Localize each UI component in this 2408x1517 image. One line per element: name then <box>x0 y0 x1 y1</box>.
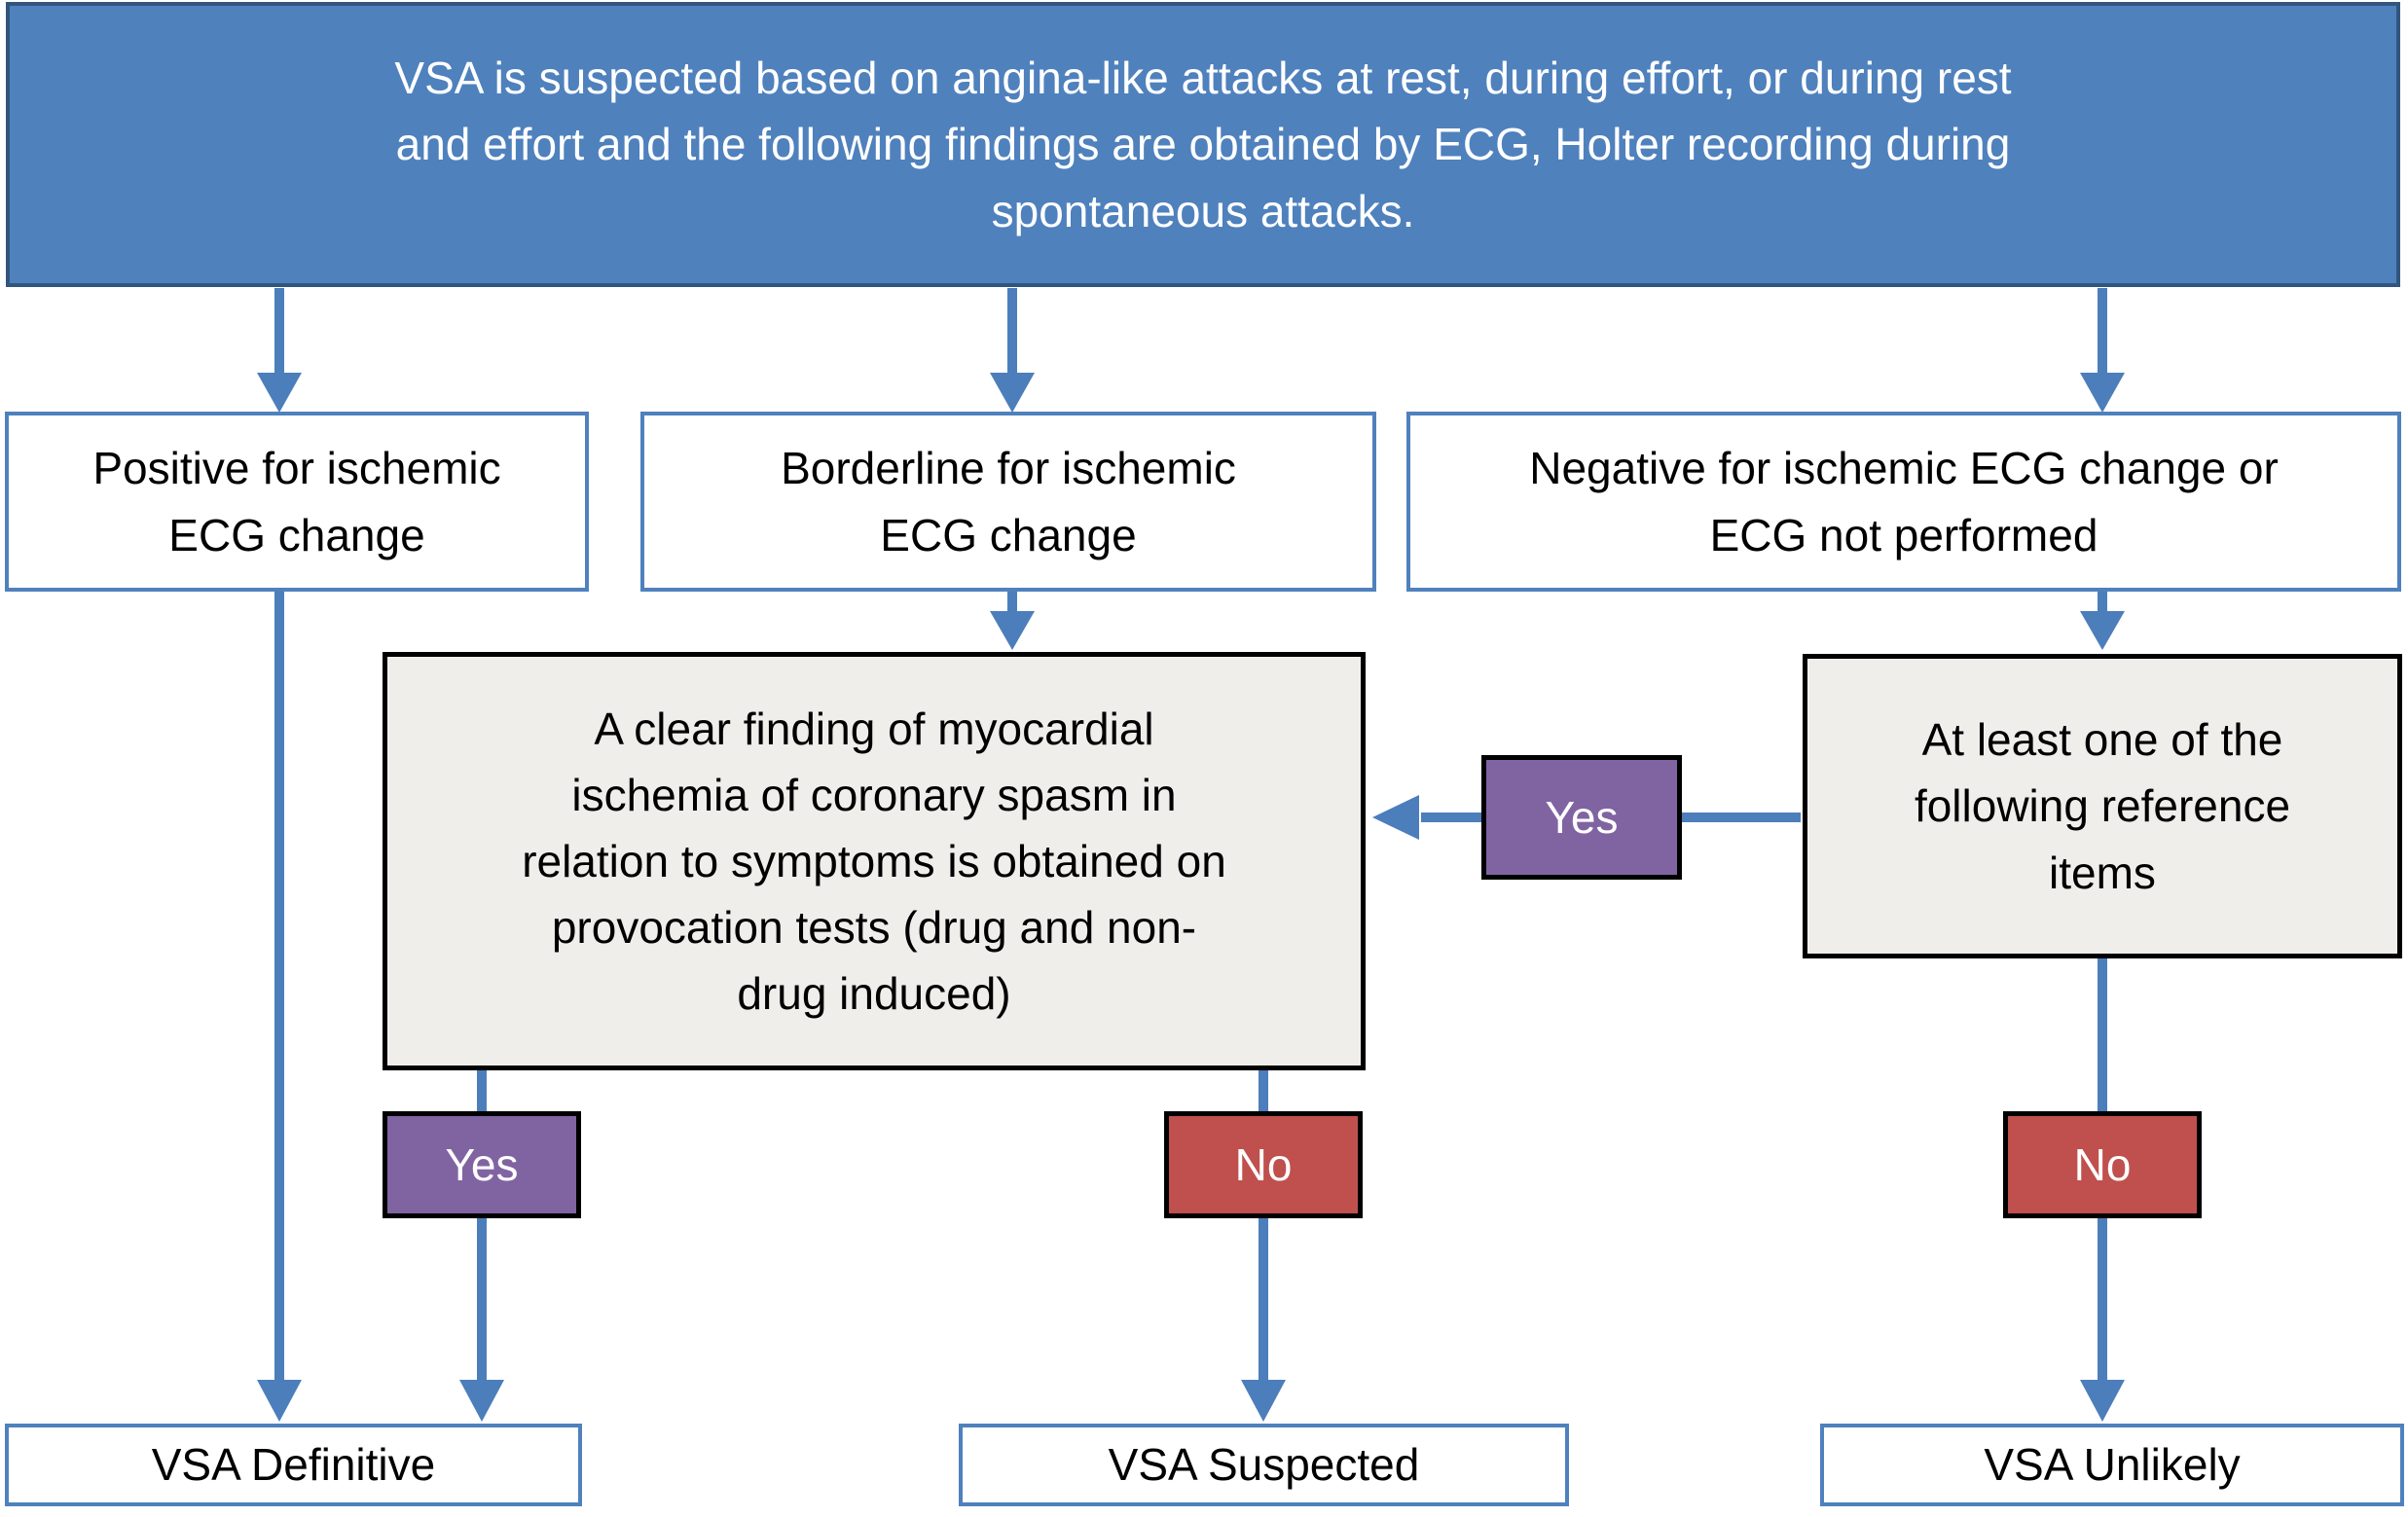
box-negative-ecg-change: Negative for ischemic ECG change or ECG … <box>1406 412 2401 592</box>
box-reference-items: At least one of the following reference … <box>1803 654 2402 958</box>
pill-provocation-no: No <box>1164 1111 1363 1218</box>
box-borderline-ecg-change: Borderline for ischemic ECG change <box>640 412 1376 592</box>
arrowhead-no-to-suspected <box>1241 1380 1286 1422</box>
arrowhead-reference-to-provocation <box>1372 795 1419 840</box>
banner-vsa-suspected-criteria: VSA is suspected based on angina-like at… <box>6 2 2400 287</box>
box-positive-ecg-change: Positive for ischemic ECG change <box>5 412 589 592</box>
box-outcome-vsa-unlikely: VSA Unlikely <box>1820 1424 2404 1506</box>
arrowhead-no-to-unlikely <box>2080 1380 2125 1422</box>
box-outcome-vsa-suspected: VSA Suspected <box>959 1424 1569 1506</box>
pill-reference-yes: Yes <box>1481 755 1682 880</box>
pill-reference-no: No <box>2003 1111 2202 1218</box>
arrowhead-banner-to-borderline <box>990 373 1035 413</box>
arrowhead-banner-to-positive <box>257 373 302 413</box>
arrowhead-banner-to-negative <box>2080 373 2125 413</box>
arrowhead-yes-to-definitive <box>459 1380 504 1422</box>
box-outcome-vsa-definitive: VSA Definitive <box>5 1424 582 1506</box>
box-provocation-test-finding: A clear finding of myocardial ischemia o… <box>383 652 1366 1070</box>
arrowhead-borderline-to-provocation <box>990 611 1035 650</box>
arrowhead-negative-to-reference <box>2080 611 2125 650</box>
pill-provocation-yes: Yes <box>383 1111 581 1218</box>
arrowhead-positive-to-definitive <box>257 1380 302 1422</box>
